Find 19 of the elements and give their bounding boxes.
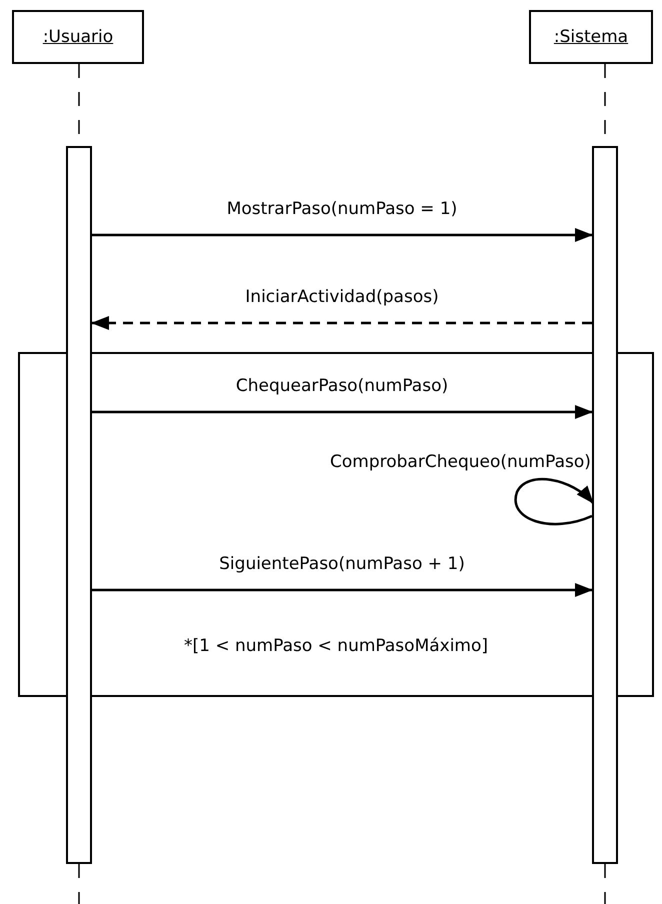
message-label: MostrarPaso(numPaso = 1) (226, 199, 458, 219)
object-name: :Usuario (42, 27, 114, 47)
return-message-arrow (91, 316, 592, 330)
object-box (12, 10, 144, 64)
guard-condition: *[1 < numPaso < numPasoMáximo] (184, 636, 488, 656)
activation-bar (66, 146, 92, 864)
self-message-arrow (514, 478, 594, 526)
object-name: :Sistema (554, 27, 628, 47)
object-box (529, 10, 653, 64)
activation-bar (592, 146, 618, 864)
message-arrow (92, 405, 593, 419)
message-label: SiguientePaso(numPaso + 1) (219, 554, 465, 574)
message-label: ComprobarChequeo(numPaso) (330, 452, 591, 472)
message-arrow (92, 583, 593, 597)
message-label: IniciarActividad(pasos) (245, 287, 439, 307)
message-arrow (92, 228, 593, 242)
lifeline (604, 864, 606, 904)
message-label: ChequearPaso(numPaso) (236, 376, 448, 396)
lifeline (78, 864, 80, 904)
